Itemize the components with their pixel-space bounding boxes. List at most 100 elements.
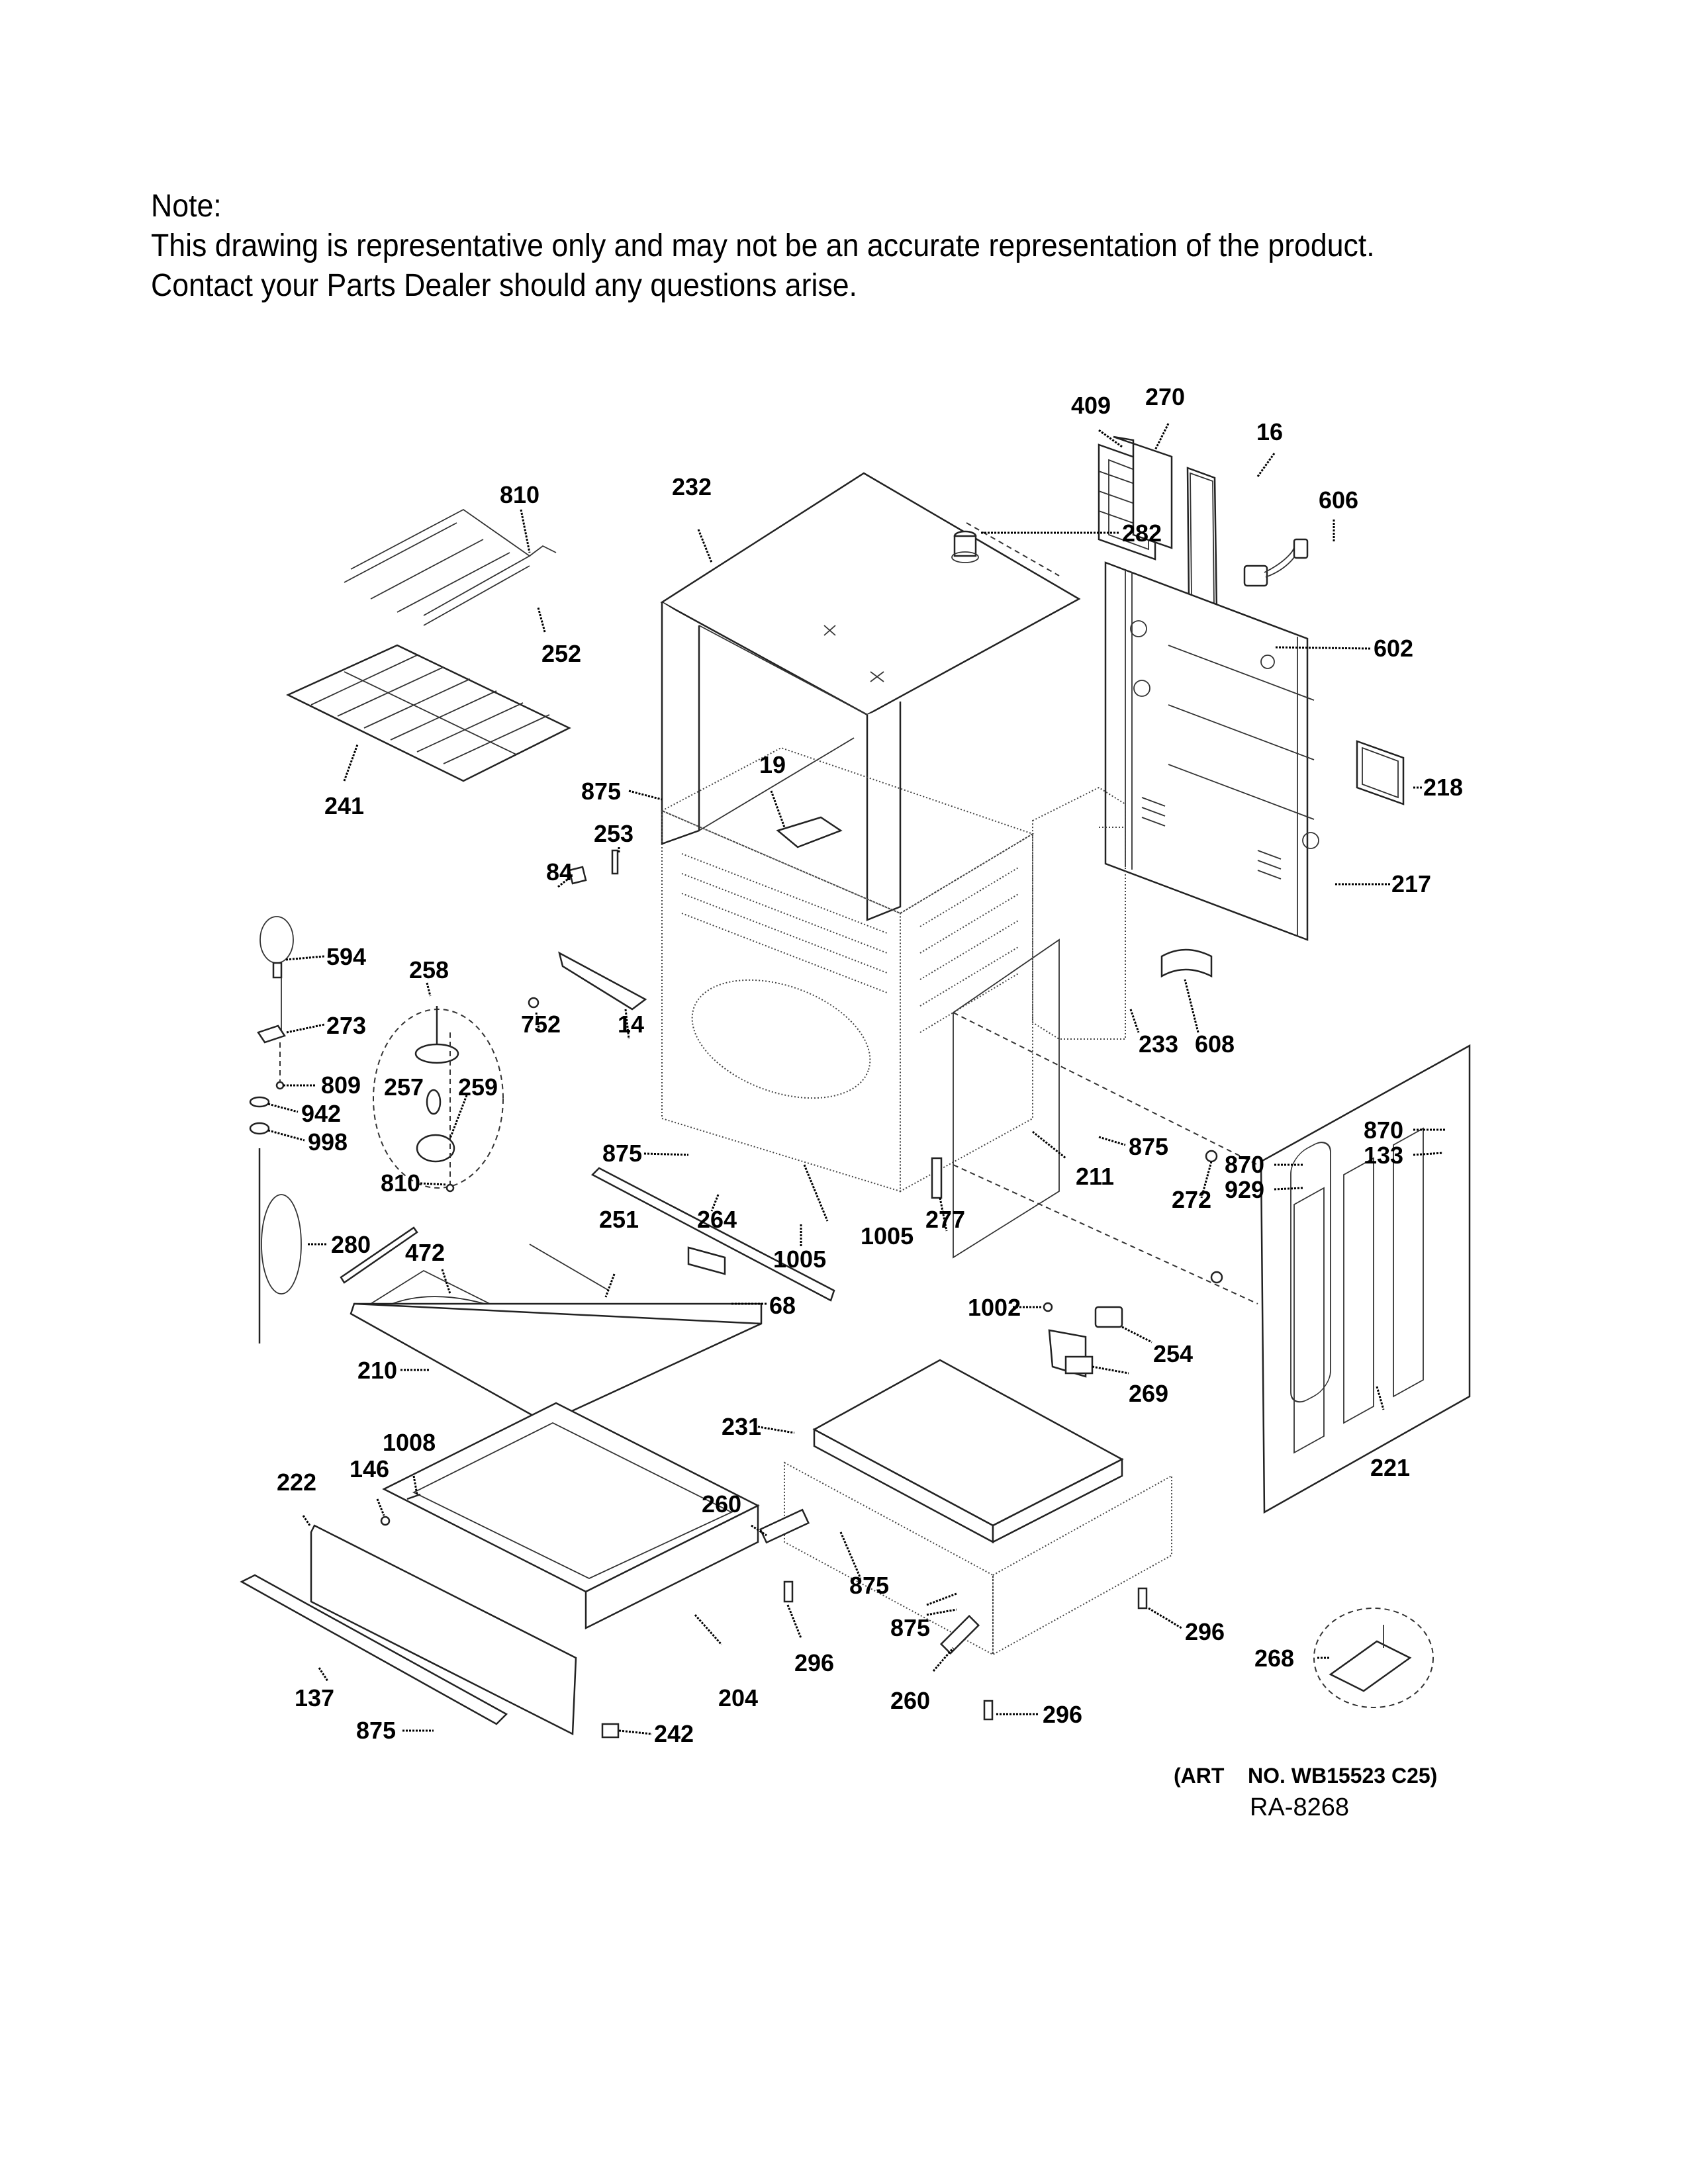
vent-282-drawing — [951, 530, 979, 563]
part-label-84[interactable]: 84 — [546, 858, 573, 886]
part-label-19[interactable]: 19 — [759, 751, 786, 778]
part-label-606[interactable]: 606 — [1319, 486, 1358, 514]
washer-146-drawing — [380, 1516, 391, 1526]
part-label-14[interactable]: 14 — [618, 1011, 644, 1038]
part-label-210[interactable]: 210 — [357, 1357, 397, 1384]
part-label-269[interactable]: 269 — [1129, 1380, 1168, 1407]
part-label-217[interactable]: 217 — [1391, 870, 1431, 897]
part-label-296[interactable]: 296 — [794, 1649, 834, 1676]
part-label-875-side[interactable]: 875 — [1129, 1133, 1168, 1160]
part-label-296-bottom[interactable]: 296 — [1043, 1701, 1082, 1728]
front-rail-264-drawing — [590, 1167, 835, 1302]
part-label-929[interactable]: 929 — [1225, 1176, 1264, 1203]
side-insulation-211-drawing — [953, 938, 1060, 1259]
art-number: (ART NO. WB15523 C25) — [1174, 1764, 1438, 1788]
oven-rack-241-drawing — [286, 644, 571, 782]
part-label-133[interactable]: 133 — [1364, 1142, 1403, 1169]
part-label-232[interactable]: 232 — [672, 473, 712, 500]
leveling-leg-296-drawing — [783, 1580, 1148, 1721]
part-label-252[interactable]: 252 — [541, 640, 581, 667]
part-label-472[interactable]: 472 — [405, 1239, 445, 1266]
part-label-810[interactable]: 810 — [500, 481, 539, 508]
screw-809-drawing — [275, 1081, 285, 1090]
part-label-875-slide[interactable]: 875 — [849, 1572, 889, 1599]
part-label-268[interactable]: 268 — [1254, 1645, 1294, 1672]
part-label-875-chassis[interactable]: 875 — [890, 1614, 930, 1641]
insulation-233-drawing — [1032, 786, 1126, 1040]
ra-number: RA-8268 — [1250, 1794, 1349, 1821]
part-label-1002[interactable]: 1002 — [968, 1294, 1021, 1321]
part-label-257[interactable]: 257 — [384, 1073, 424, 1101]
screw-752-drawing — [528, 997, 539, 1009]
part-label-608[interactable]: 608 — [1195, 1030, 1235, 1058]
part-label-254[interactable]: 254 — [1153, 1340, 1193, 1367]
part-label-1005-lower[interactable]: 1005 — [773, 1246, 826, 1273]
oven-top-wrap-232-drawing — [660, 472, 1081, 921]
lower-chassis-drawing — [784, 1461, 1172, 1656]
trim-472-drawing — [340, 1226, 418, 1284]
part-label-752[interactable]: 752 — [521, 1011, 561, 1038]
part-label-272[interactable]: 272 — [1172, 1186, 1211, 1213]
part-label-260-lower[interactable]: 260 — [890, 1687, 930, 1714]
part-label-875-upper[interactable]: 875 — [581, 778, 621, 805]
part-label-594[interactable]: 594 — [326, 943, 366, 970]
part-label-942[interactable]: 942 — [301, 1100, 341, 1127]
part-label-870-lower[interactable]: 870 — [1225, 1151, 1264, 1178]
part-label-221[interactable]: 221 — [1370, 1454, 1410, 1481]
part-label-1005[interactable]: 1005 — [861, 1222, 914, 1250]
bracket-68-drawing — [687, 1246, 726, 1275]
part-label-810-light[interactable]: 810 — [381, 1169, 420, 1197]
pin-1008-drawing — [406, 1493, 421, 1500]
drawer-stop-242-drawing — [601, 1723, 620, 1739]
part-label-296-right[interactable]: 296 — [1185, 1618, 1225, 1645]
part-label-875-handle[interactable]: 875 — [356, 1717, 396, 1744]
part-label-258[interactable]: 258 — [409, 956, 449, 983]
part-label-875-rail[interactable]: 875 — [602, 1140, 642, 1167]
part-label-277[interactable]: 277 — [925, 1206, 965, 1233]
control-board-270-drawing — [1113, 435, 1173, 549]
part-label-233[interactable]: 233 — [1139, 1030, 1178, 1058]
part-label-218[interactable]: 218 — [1423, 774, 1463, 801]
part-label-68[interactable]: 68 — [769, 1292, 796, 1319]
part-label-222[interactable]: 222 — [277, 1469, 316, 1496]
grommet-272-lower-drawing — [1210, 1271, 1223, 1284]
part-label-137[interactable]: 137 — [295, 1684, 334, 1711]
note-heading: Note: — [151, 189, 222, 224]
drawer-front-222-drawing — [310, 1524, 577, 1735]
part-label-251[interactable]: 251 — [599, 1206, 639, 1233]
bracket-253-drawing — [611, 849, 619, 875]
part-label-231[interactable]: 231 — [722, 1413, 761, 1440]
part-label-280[interactable]: 280 — [331, 1231, 371, 1258]
part-label-1008[interactable]: 1008 — [383, 1429, 436, 1456]
part-label-273[interactable]: 273 — [326, 1012, 366, 1039]
part-label-602[interactable]: 602 — [1374, 635, 1413, 662]
part-label-282[interactable]: 282 — [1122, 520, 1162, 547]
bake-element-252-drawing — [344, 508, 557, 626]
insulation-pad-231-drawing — [812, 1359, 1124, 1544]
part-label-809[interactable]: 809 — [321, 1071, 361, 1099]
part-label-998[interactable]: 998 — [308, 1128, 348, 1156]
part-label-16[interactable]: 16 — [1256, 418, 1283, 445]
drawer-body-204-drawing — [382, 1402, 760, 1630]
part-label-211[interactable]: 211 — [1076, 1163, 1114, 1190]
bracket-plate-273-drawing — [257, 1024, 286, 1044]
part-label-260[interactable]: 260 — [702, 1490, 741, 1518]
part-label-870[interactable]: 870 — [1364, 1116, 1403, 1144]
drawer-slide-260-drawing — [759, 1508, 810, 1544]
part-label-270[interactable]: 270 — [1145, 383, 1185, 410]
bracket-14-drawing — [558, 951, 647, 1011]
terminal-block-254-drawing — [1094, 1306, 1123, 1328]
part-label-264[interactable]: 264 — [697, 1206, 737, 1233]
part-label-259[interactable]: 259 — [458, 1073, 498, 1101]
disclaimer-note: Note: This drawing is representative onl… — [151, 187, 1375, 306]
drawer-slide-260-lower-drawing — [939, 1614, 980, 1655]
part-label-241[interactable]: 241 — [324, 792, 364, 819]
part-label-242[interactable]: 242 — [654, 1720, 694, 1747]
part-label-146[interactable]: 146 — [350, 1455, 389, 1482]
part-label-204[interactable]: 204 — [718, 1684, 758, 1711]
light-assembly-258-drawing — [373, 1006, 504, 1193]
part-label-253[interactable]: 253 — [594, 820, 633, 847]
part-label-409[interactable]: 409 — [1071, 392, 1111, 419]
note-line-2: Contact your Parts Dealer should any que… — [151, 268, 857, 303]
